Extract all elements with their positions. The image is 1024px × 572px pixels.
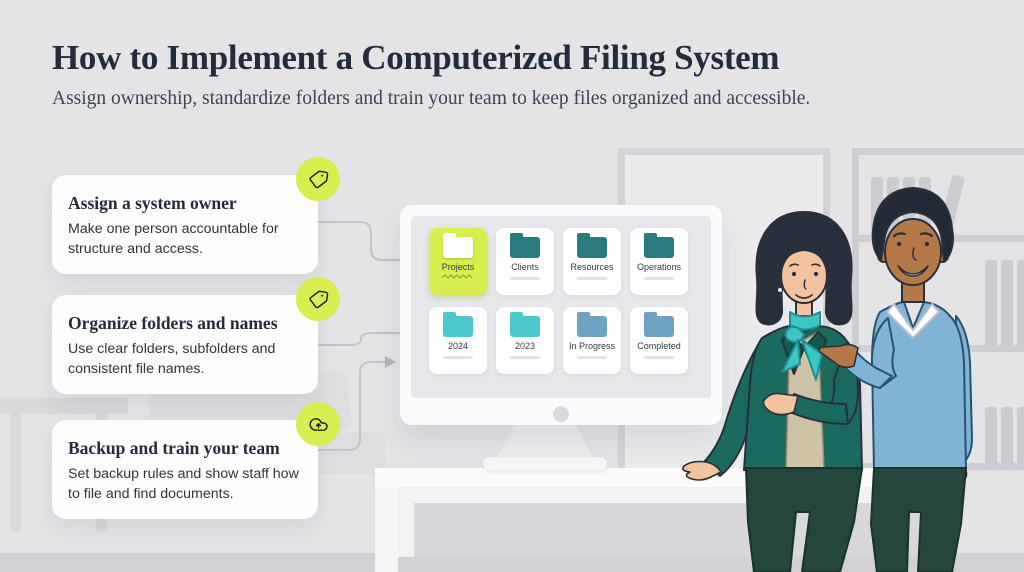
step-title: Backup and train your team	[68, 438, 280, 458]
folder-tile-projects: Projects	[429, 228, 487, 295]
folder-icon	[443, 233, 473, 258]
folder-tile-2024: 2024	[429, 307, 487, 374]
folder-label: 2024	[447, 341, 469, 351]
folder-tile-in-progress: In Progress	[563, 307, 621, 374]
tag-icon	[308, 170, 328, 188]
folder-icon	[577, 312, 607, 337]
tag-icon	[308, 290, 328, 308]
folder-label: Clients	[511, 262, 539, 272]
desk-inset-panel	[414, 503, 950, 557]
step-body: Use clear folders, subfolders and consis…	[68, 341, 276, 377]
monitor-stand-base	[483, 457, 607, 470]
step-badge	[296, 157, 340, 201]
folder-tile-2023: 2023	[496, 307, 554, 374]
folder-icon	[443, 312, 473, 337]
tile-underline	[644, 356, 674, 359]
tile-underline	[510, 277, 540, 280]
computer-monitor: Projects Clients Resources Operations	[400, 205, 722, 425]
folder-label: Projects	[441, 262, 475, 272]
book	[1001, 260, 1013, 345]
monitor-screen: Projects Clients Resources Operations	[411, 216, 711, 398]
step-badge	[296, 277, 340, 321]
folder-label: Completed	[637, 341, 681, 351]
tile-underline	[443, 356, 473, 359]
page-subtitle: Assign ownership, standardize folders an…	[52, 88, 811, 109]
illustration-two-people	[682, 187, 973, 572]
book	[1017, 260, 1024, 345]
step-title: Assign a system owner	[68, 193, 237, 213]
background-furniture-silhouette	[0, 398, 128, 414]
step-card-assign-owner: Assign a system owner Make one person ac…	[52, 157, 340, 275]
desk-front-panel	[398, 487, 950, 557]
folder-icon	[644, 233, 674, 258]
background-furniture-silhouette	[10, 412, 21, 532]
folder-tile-clients: Clients	[496, 228, 554, 295]
folder-tile-operations: Operations	[630, 228, 688, 295]
tile-underline	[510, 356, 540, 359]
step-body: Set backup rules and show staff how to f…	[68, 466, 299, 502]
folder-label: Operations	[636, 262, 682, 272]
folder-tile-resources: Resources	[563, 228, 621, 295]
book	[1017, 407, 1024, 470]
folder-label: 2023	[514, 341, 536, 351]
step-body: Make one person accountable for structur…	[68, 221, 279, 257]
desk-leg	[375, 487, 398, 572]
folder-label: Resources	[570, 262, 614, 272]
folder-icon	[510, 233, 540, 258]
book	[985, 260, 997, 345]
cloud-upload-icon	[308, 417, 328, 431]
tile-underline	[577, 356, 607, 359]
folder-icon	[577, 233, 607, 258]
step-title: Organize folders and names	[68, 313, 278, 333]
folder-icon	[644, 312, 674, 337]
tile-underline	[644, 277, 674, 280]
folder-label: In Progress	[568, 341, 616, 351]
folder-tile-completed: Completed	[630, 307, 688, 374]
page-title: How to Implement a Computerized Filing S…	[52, 38, 780, 77]
book	[985, 407, 997, 470]
step-card-organize-folders: Organize folders and names Use clear fol…	[52, 277, 340, 395]
book	[1001, 407, 1013, 470]
step-badge	[296, 402, 340, 446]
tile-underline	[577, 277, 607, 280]
step-card-backup-train: Backup and train your team Set backup ru…	[52, 402, 340, 520]
folder-icon	[510, 312, 540, 337]
squiggle-underline	[441, 274, 473, 279]
monitor-camera-dot	[553, 406, 569, 422]
